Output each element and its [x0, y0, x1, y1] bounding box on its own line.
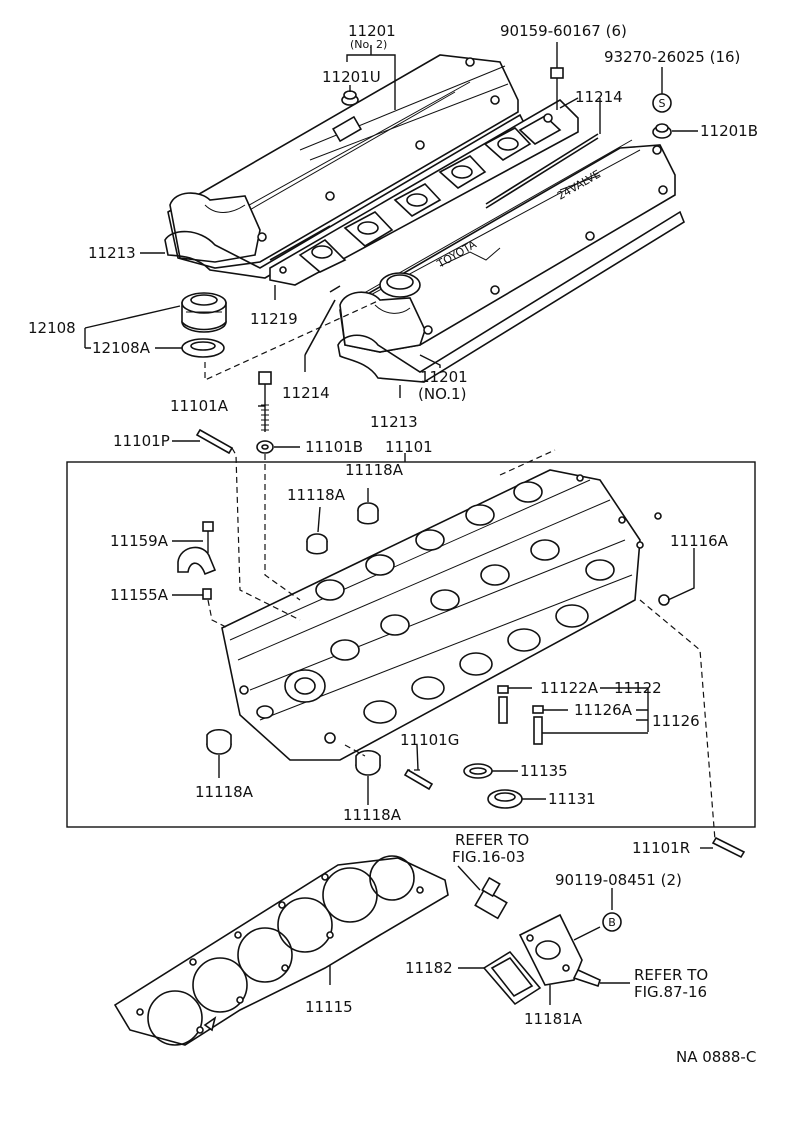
cam-bearing-cap-bolt-11159a: [202, 521, 214, 553]
valve-seat-11135: [463, 763, 493, 779]
label-11182: 11182: [405, 959, 453, 977]
cover-grommet-11201u: [341, 90, 359, 106]
label-11155a: 11155A: [110, 586, 169, 604]
label-11201-no2: 11201: [348, 22, 396, 40]
label-90119: 90119-08451 (2): [555, 871, 682, 889]
water-outlet-gasket-11182: [482, 950, 542, 1006]
label-11126a: 11126A: [574, 701, 633, 719]
label-12108a: 12108A: [92, 339, 151, 357]
label-11201-no1: 11201: [420, 368, 468, 386]
label-11118a-bottom: 11118A: [343, 806, 402, 824]
label-refer-16-line2: FIG.16-03: [452, 848, 525, 866]
label-11214-bottom: 11214: [282, 384, 330, 402]
badge-s: S: [659, 97, 666, 110]
label-11181a: 11181A: [524, 1010, 583, 1028]
label-11122: 11122: [614, 679, 662, 697]
valve-guide-bushing-11122: [497, 685, 509, 724]
valve-guide-bushing-11126: [532, 705, 544, 745]
oil-filler-cap-12108: [181, 292, 227, 333]
tight-plug-11118a-top: [357, 502, 379, 525]
cover-gasket-11214-top: [269, 133, 599, 261]
cover-gasket-11213-left: [164, 113, 527, 279]
cylinder-head-cover-no1: TOYOTA 24VALVE: [339, 139, 676, 353]
label-93270: 93270-26025 (16): [604, 48, 740, 66]
label-no1-sub: (NO.1): [418, 385, 466, 403]
label-90159: 90159-60167 (6): [500, 22, 627, 40]
label-11122a: 11122A: [540, 679, 599, 697]
label-11201b: 11201B: [700, 122, 758, 140]
tight-plug-11116a: [658, 594, 670, 606]
stud-bolt-11101r: [711, 836, 746, 859]
leader-lines: [84, 42, 716, 1005]
head-bolt-washer-11101b: [256, 440, 274, 454]
label-11118a-mid: 11118A: [287, 486, 346, 504]
oil-filler-cap-seal-12108a: [181, 338, 225, 358]
stud-bolt-11101g: [403, 768, 434, 791]
label-11101g: 11101G: [400, 731, 459, 749]
label-no2-sub: (No. 2): [350, 38, 387, 51]
spark-plug-tube-gasket-11219: [269, 98, 579, 286]
label-11159a: 11159A: [110, 532, 169, 550]
label-11126: 11126: [652, 712, 700, 730]
water-outlet-11181a: [518, 913, 601, 988]
cover-gasket-11213-bottom: [337, 210, 685, 383]
svg-text:B: B: [608, 916, 616, 929]
label-refer-16-line1: REFER TO: [455, 831, 529, 849]
valve-seat-11131: [487, 789, 523, 809]
cam-bearing-cap-11155a: [202, 588, 212, 600]
tight-plug-11118a-bottom: [355, 749, 381, 776]
cylinder-head-gasket-11115: [113, 855, 449, 1046]
label-11219: 11219: [250, 310, 298, 328]
tight-plug-11118a-left: [206, 728, 232, 755]
label-11101r: 11101R: [632, 839, 690, 857]
cover-grommet-11201b: [652, 123, 672, 139]
label-11118a-left: 11118A: [195, 783, 254, 801]
cylinder-head-group-frame: [66, 461, 756, 828]
tight-plug-11118a-mid: [306, 533, 328, 555]
water-temp-sensor: [474, 876, 508, 920]
label-11201u: 11201U: [322, 68, 381, 86]
label-11101a: 11101A: [170, 397, 229, 415]
label-11213-left: 11213: [88, 244, 136, 262]
badge-b: B: [602, 912, 622, 932]
stud-bolt-11101p: [195, 428, 234, 455]
label-11135: 11135: [520, 762, 568, 780]
label-refer-87-line2: FIG.87-16: [634, 983, 707, 1001]
cylinder-head-11101: [221, 469, 662, 761]
label-11115: 11115: [305, 998, 353, 1016]
label-refer-87-line1: REFER TO: [634, 966, 708, 984]
label-11118a-top: 11118A: [345, 461, 404, 479]
label-11214-top: 11214: [575, 88, 623, 106]
figure-code: NA 0888-C: [676, 1048, 756, 1066]
label-11213-bottom: 11213: [370, 413, 418, 431]
label-11101: 11101: [385, 438, 433, 456]
cam-bearing-cap-11155a-upper: [177, 546, 217, 576]
label-11116a: 11116A: [670, 532, 729, 550]
svg-text:S: S: [659, 97, 666, 110]
label-11101b: 11101B: [305, 438, 363, 456]
head-bolt-11101a: [258, 371, 272, 432]
cylinder-head-cover-no2: [167, 54, 519, 269]
label-11131: 11131: [548, 790, 596, 808]
label-12108: 12108: [28, 319, 76, 337]
label-11101p: 11101P: [113, 432, 170, 450]
